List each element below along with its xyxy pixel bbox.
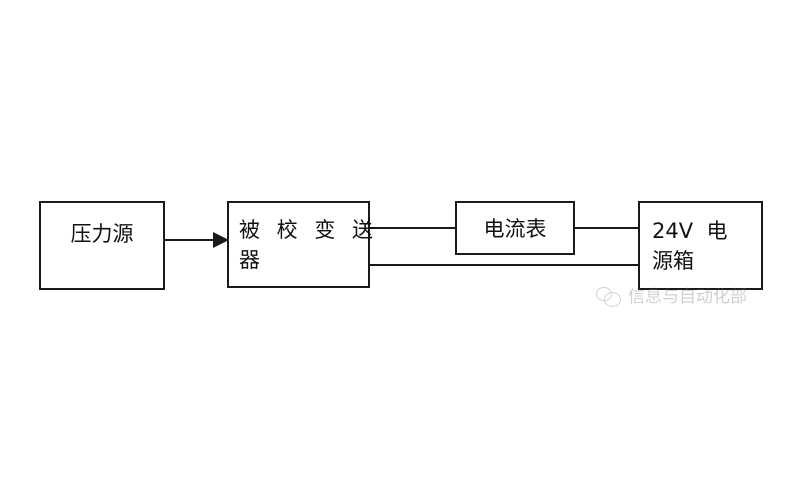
- wechat-bubbles-icon: [596, 286, 622, 308]
- block-ammeter-label: 电流表: [483, 217, 547, 241]
- connector-transmitter-to-power: [370, 264, 638, 266]
- connector-source-to-transmitter: [165, 239, 217, 241]
- arrowhead-icon: [213, 232, 229, 248]
- block-power-supply-label: 24V 电 源箱: [652, 219, 728, 273]
- watermark-text: 信息与自动化部: [628, 287, 747, 307]
- connector-transmitter-to-ammeter: [370, 227, 455, 229]
- block-pressure-source-label: 压力源: [70, 222, 134, 246]
- block-transmitter: 被 校 变 送 器: [227, 201, 379, 288]
- block-transmitter-label: 被 校 变 送 器: [239, 218, 379, 272]
- block-pressure-source: 压力源: [39, 201, 165, 290]
- block-ammeter: 电流表: [455, 201, 575, 255]
- block-power-supply: 24V 电 源箱: [638, 201, 763, 290]
- connector-ammeter-to-power: [575, 227, 638, 229]
